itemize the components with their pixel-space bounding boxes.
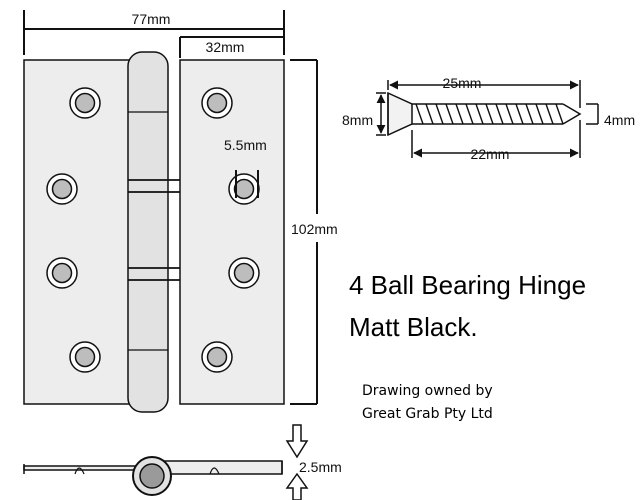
- dimension-2-5mm: 2.5mm: [285, 424, 342, 500]
- screw-hole: [69, 87, 101, 119]
- screw-hole: [201, 87, 233, 119]
- screw-hole: [201, 341, 233, 373]
- dimension-5-5mm: 5.5mm: [224, 137, 267, 198]
- thickness-label: 2.5mm: [299, 459, 342, 475]
- dimension-32mm-label: 32mm: [206, 39, 245, 55]
- thread-length-label: 22mm: [471, 146, 510, 162]
- ownership-note: Drawing owned by: [362, 383, 493, 399]
- dimension-77mm-label: 77mm: [132, 11, 171, 27]
- product-finish: Matt Black.: [349, 312, 478, 342]
- screw-hole: [46, 257, 78, 289]
- hinge-front-view: [23, 51, 285, 413]
- down-arrow-icon: [285, 424, 309, 459]
- up-arrow-icon: [285, 472, 309, 500]
- dimension-102mm-label: 102mm: [291, 221, 338, 237]
- screw-hole: [46, 173, 78, 205]
- company-name: Great Grab Pty Ltd: [362, 406, 493, 422]
- dimension-102mm: 102mm: [290, 59, 338, 405]
- hinge-side-view: [23, 456, 283, 496]
- dimension-5-5mm-label: 5.5mm: [224, 137, 267, 153]
- shank-diameter-label: 4mm: [604, 112, 635, 128]
- product-title: 4 Ball Bearing Hinge: [349, 270, 587, 300]
- right-leaf: [179, 59, 285, 405]
- screw-length-label: 25mm: [443, 75, 482, 91]
- screw-hole: [228, 257, 260, 289]
- pin-section: [139, 463, 165, 489]
- screw-diagram: 25mm 22mm 8mm 4mm: [342, 75, 635, 162]
- dimension-77mm: 77mm: [23, 10, 285, 55]
- knuckle-barrel: [127, 51, 180, 413]
- dimension-32mm: 32mm: [179, 36, 284, 58]
- screw-hole: [228, 173, 260, 205]
- screw-hole: [69, 341, 101, 373]
- head-diameter-label: 8mm: [342, 112, 373, 128]
